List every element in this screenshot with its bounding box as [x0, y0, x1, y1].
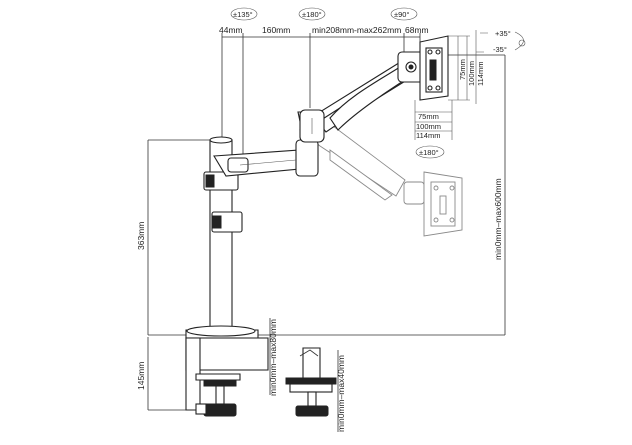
vesa-w-75: 75mm	[418, 112, 439, 121]
pole-cap	[209, 136, 233, 144]
gas-spring-arm	[297, 55, 421, 143]
dim-lift-range: min0mm–max600mm	[493, 178, 503, 260]
vesa-w-114: 114mm	[416, 131, 440, 140]
ghost-arm-lowered	[299, 119, 463, 237]
dim-68mm: 68mm	[405, 25, 429, 35]
angle-callout-135: ±135°	[230, 7, 258, 21]
vesa-h-114: 114mm	[476, 62, 485, 86]
svg-text:+35°: +35°	[495, 29, 511, 38]
svg-text:±180°: ±180°	[302, 10, 322, 19]
dim-clamp-range: min0mm–max80mm	[268, 319, 278, 396]
angle-callout-90: ±90°	[390, 7, 418, 21]
dim-grommet-range: min0mm–max40mm	[336, 355, 346, 432]
svg-text:±180°: ±180°	[419, 148, 439, 157]
tilt-callout: +35° -35°	[476, 29, 526, 54]
dim-44mm: 44mm	[219, 25, 243, 35]
panel-rotation-callout: ±180°	[415, 145, 445, 159]
vesa-vertical-dims: 75mm 100mm 114mm	[448, 30, 485, 104]
dim-145mm: 145mm	[136, 362, 146, 390]
svg-text:-35°: -35°	[493, 45, 507, 54]
vesa-horizontal-dims: 75mm 100mm 114mm	[414, 100, 453, 140]
vesa-head	[397, 35, 449, 101]
height-stop-knob	[212, 215, 222, 229]
svg-text:±90°: ±90°	[394, 10, 409, 19]
dim-160mm: 160mm	[262, 25, 290, 35]
angle-callout-180-mid: ±180°	[298, 7, 326, 21]
dim-second-arm: min208mm-max262mm	[312, 25, 401, 35]
grommet-mount	[285, 347, 337, 417]
dim-363mm: 363mm	[136, 222, 146, 250]
vesa-h-75: 75mm	[458, 59, 467, 80]
collar-knob	[205, 174, 215, 188]
vesa-w-100: 100mm	[416, 122, 441, 131]
svg-text:±135°: ±135°	[233, 10, 253, 19]
first-arm	[213, 139, 319, 177]
desk-clamp	[185, 325, 269, 417]
vesa-h-100: 100mm	[467, 61, 476, 86]
